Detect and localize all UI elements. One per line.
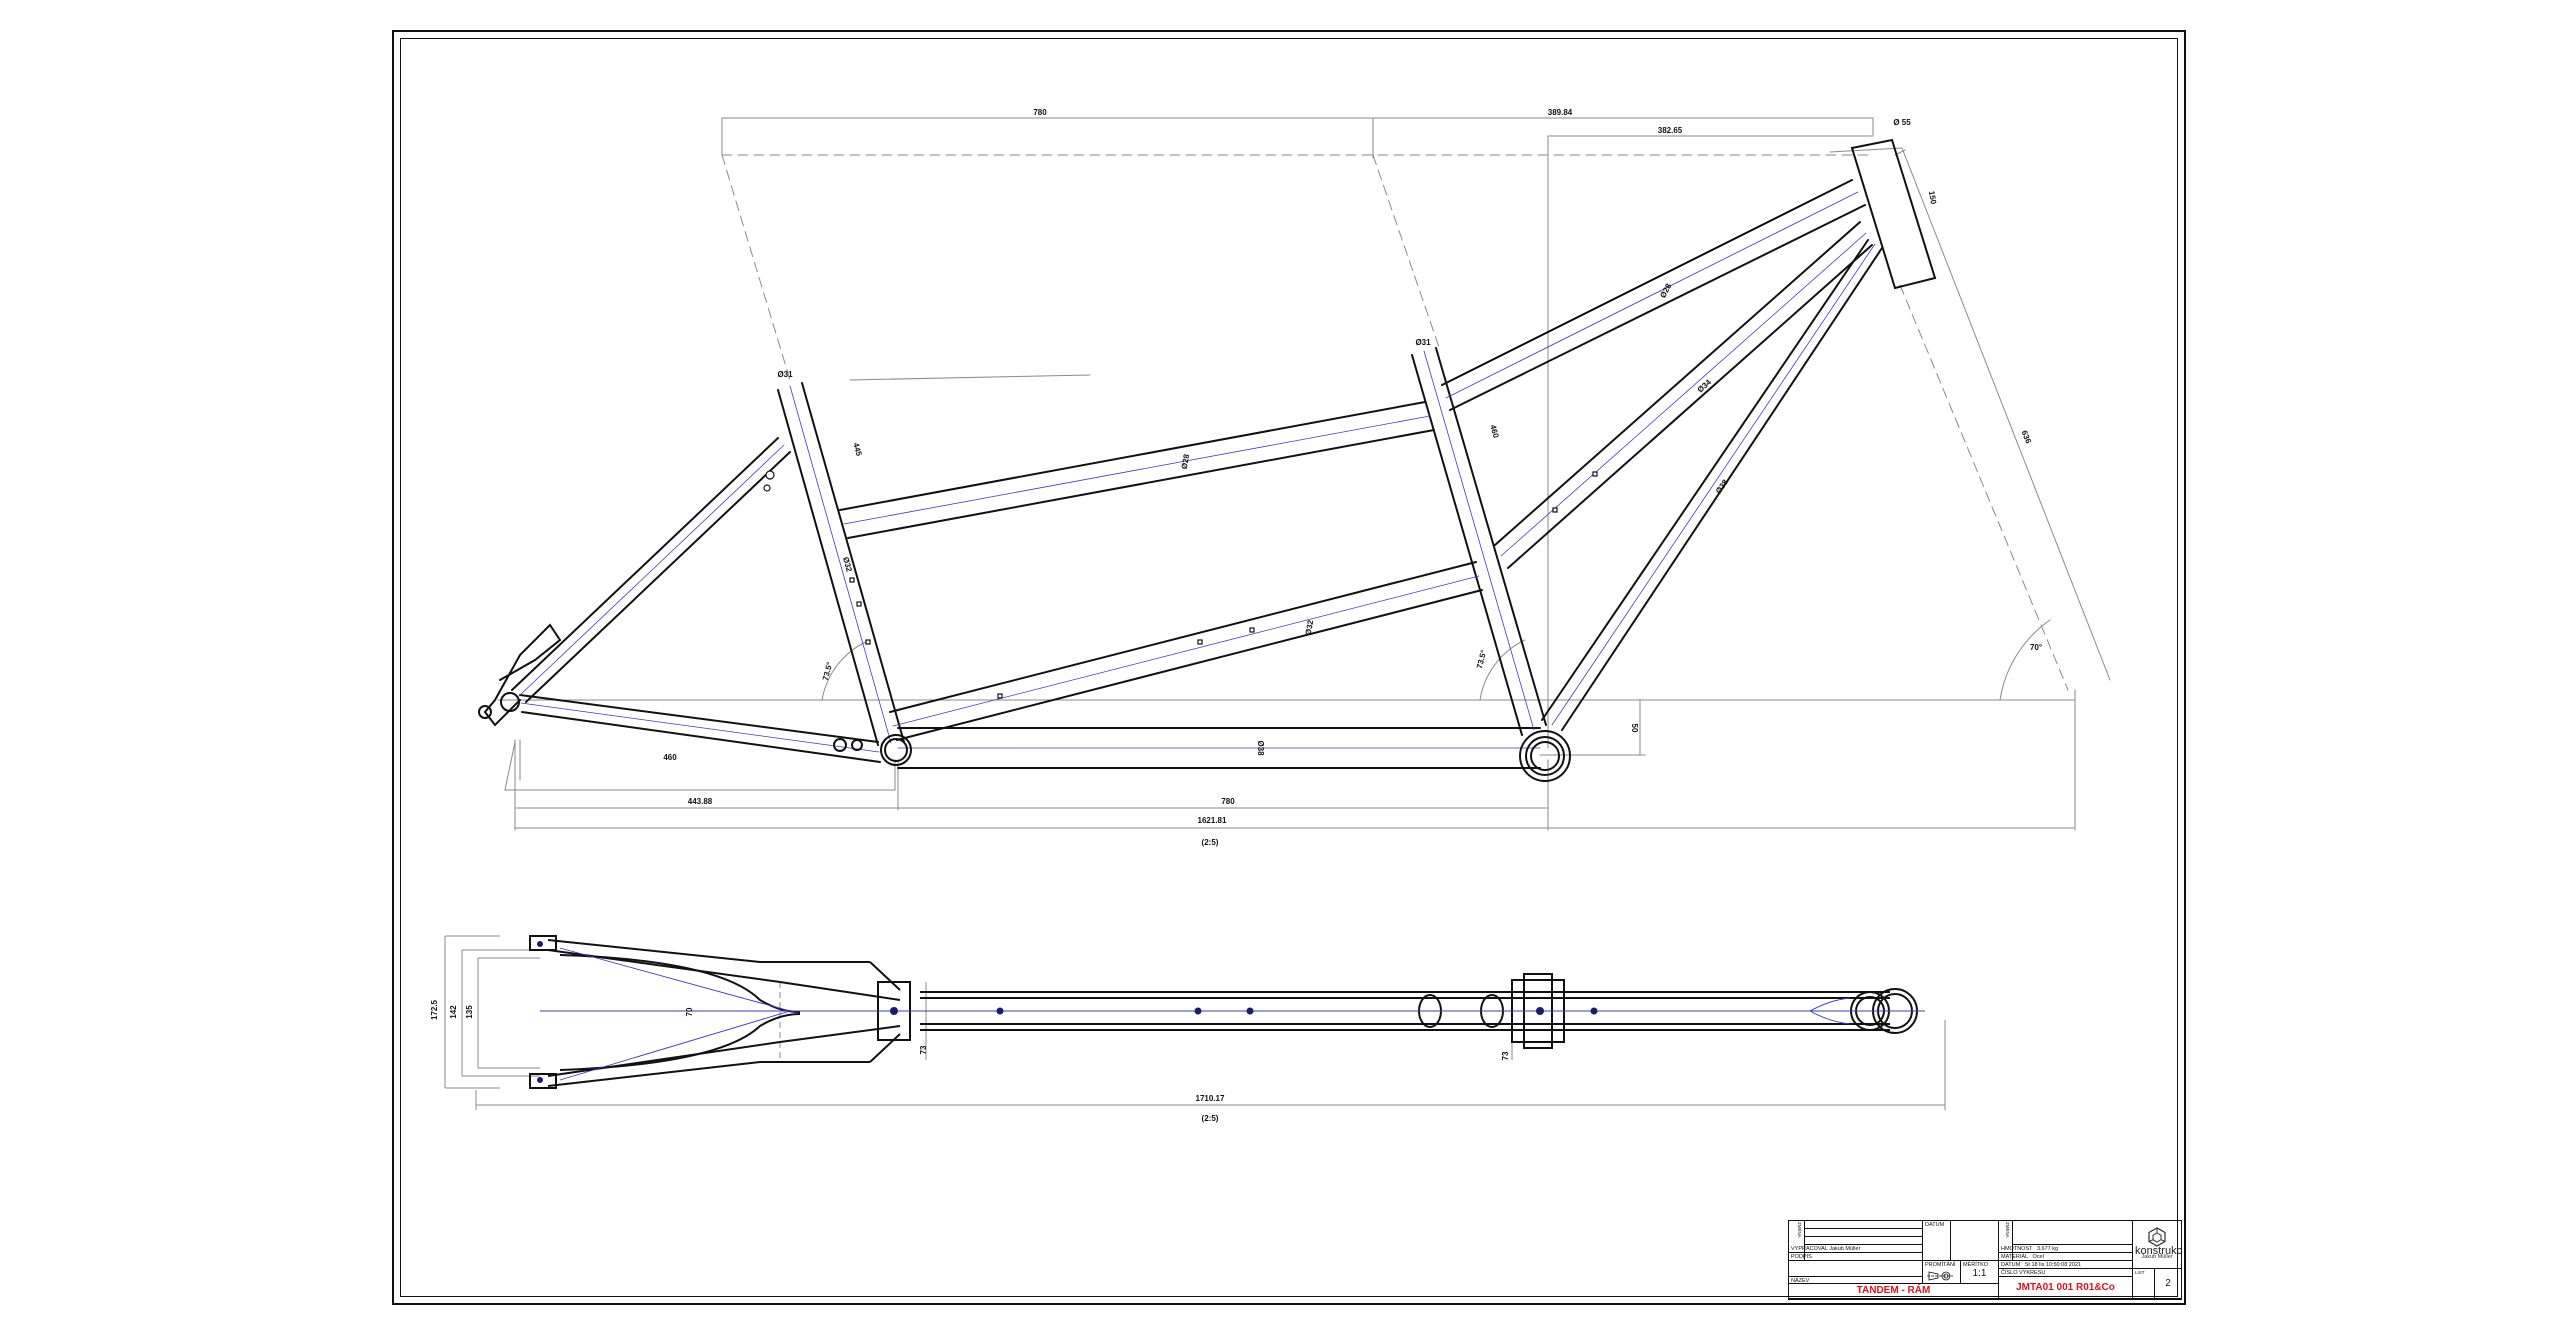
top-view-construction: [444, 935, 1946, 1110]
tb-meritko-label: MĚŘÍTKO: [1963, 1262, 1989, 1268]
dim-overall: 1621.81: [1198, 816, 1227, 825]
dim-mid-tube-dia: Ø31: [1415, 338, 1431, 347]
top-view-bosses: [537, 941, 1598, 1083]
dim-angle-rear: 73.5°: [821, 661, 835, 681]
tb-cislo-label: ČÍSLO VÝKRESU: [1999, 1269, 2133, 1277]
tb-datum-col: DATUM: [1923, 1221, 1951, 1261]
tb-hmotnost: HMOTNOST 3.677 kg: [1999, 1245, 2133, 1253]
dim-bb-width-b: 73: [1501, 1051, 1510, 1060]
logo-author: Jakub Müller: [2141, 1254, 2173, 1260]
dim-head-len: 150: [1927, 190, 1938, 205]
tb-meritko-value: 1:1: [1972, 1268, 1987, 1279]
side-view-scale: (2:5): [1202, 838, 1219, 847]
dim-top-390: 389.84: [1548, 108, 1573, 117]
tb-podpis: PODPIS: [1789, 1253, 1923, 1261]
dim-mid-tube-len: 460: [1488, 424, 1500, 440]
dim-bb-width-a: 73: [919, 1045, 928, 1054]
side-view: 780 389.84 382.65 Ø 55 150 Ø31 445 Ø31 4…: [478, 108, 2111, 847]
dim-rear-spacing: 172.5: [430, 999, 439, 1020]
dim-lower-tube-dia: Ø38: [1256, 740, 1265, 756]
tb-drawing-number: JMTA01 001 R01&Co: [1999, 1277, 2133, 1299]
tb-datum: DATUM St 18 lis 10:50:08 2021: [1999, 1261, 2133, 1269]
dim-down-tube-a: Ø34: [1696, 377, 1714, 394]
tb-vypracoval: VYPRACOVAL Jakub Müller: [1789, 1245, 1923, 1253]
dim-mid-tube-lower-dia: Ø32: [1304, 619, 1316, 636]
bottom-brackets: [478, 692, 1571, 782]
dim-angle-mid: 73.5°: [1475, 649, 1489, 669]
construction-lines: [497, 117, 2111, 831]
dim-seat-cluster-dia: Ø32: [841, 556, 854, 573]
tb-vypracoval-value: Jakub Müller: [1829, 1246, 1861, 1252]
tb-rev-row: [1805, 1229, 1923, 1237]
dim-angle-head: 70°: [2030, 643, 2042, 652]
tb-vypracoval-label: VYPRACOVAL: [1791, 1246, 1828, 1252]
title-block: ZMĚNA VYPRACOVAL Jakub Müller PODPIS NÁZ…: [1788, 1220, 2182, 1300]
tb-empty: [1789, 1261, 1923, 1277]
dim-rear-tube-len: 445: [851, 442, 863, 458]
tb-hmotnost-label: HMOTNOST: [2001, 1246, 2033, 1252]
logo-icon: [2148, 1227, 2166, 1247]
tb-material-value: Ocel: [2032, 1254, 2044, 1260]
dim-wheelbase-rear: 443.88: [688, 797, 713, 806]
drawing-border-inner: [400, 38, 2178, 1297]
tb-promitani: PROMÍTÁNÍ: [1923, 1261, 1961, 1284]
tb-material: MATERIÁL Ocel: [1999, 1253, 2133, 1261]
tb-sheet: 2: [2155, 1269, 2181, 1299]
tb-material-label: MATERIÁL: [2001, 1254, 2028, 1260]
tb-hmotnost-value: 3.677 kg: [2036, 1246, 2059, 1252]
dim-rear-135: 135: [465, 1005, 474, 1019]
tb-rev-row: [1805, 1237, 1923, 1245]
top-view-centerline: [540, 947, 1925, 1081]
dim-bb-to-bb: 780: [1221, 797, 1235, 806]
top-view-dimensions: 172.5 142 135 70 73 73 1710.17 (2:5): [430, 999, 1510, 1123]
logo-name: konstrukce: [2135, 1245, 2181, 1257]
top-view: 172.5 142 135 70 73 73 1710.17 (2:5): [430, 935, 1946, 1123]
dim-chainstay: 460: [663, 753, 677, 762]
tb-list-label: LIST: [2133, 1269, 2155, 1299]
tb-logo: konstrukce Jakub Müller: [2133, 1221, 2181, 1269]
dim-top-overall: 1710.17: [1196, 1094, 1225, 1103]
dim-rear-tube-dia: Ø31: [777, 370, 793, 379]
tb-datum-rows: [1951, 1221, 1999, 1261]
tb-rev-row: [1805, 1221, 1923, 1229]
tb-meritko: MĚŘÍTKO 1:1: [1961, 1261, 1999, 1284]
tb-promitani-label: PROMÍTÁNÍ: [1925, 1262, 1956, 1268]
dim-stay-width: 70: [685, 1007, 694, 1016]
tb-rev-right: [2013, 1221, 2133, 1245]
top-view-scale: (2:5): [1202, 1114, 1219, 1123]
centerlines: [518, 191, 1876, 753]
dim-bb-drop: 50: [1630, 724, 1639, 733]
side-view-dimensions: 780 389.84 382.65 Ø 55 150 Ø31 445 Ø31 4…: [663, 108, 2042, 847]
tb-datum-value: St 18 lis 10:50:08 2021: [2024, 1262, 2082, 1268]
tb-datum-label: DATUM: [2001, 1262, 2021, 1268]
dim-top-tube-front-dia: Ø28: [1658, 282, 1673, 300]
dim-rear-142: 142: [449, 1005, 458, 1019]
dim-top-tube-rear-dia: Ø28: [1180, 453, 1192, 470]
drawing-border-outer: [392, 30, 2186, 1305]
dim-top-382: 382.65: [1658, 126, 1683, 135]
angle-arcs: [821, 619, 2051, 701]
bosses: [763, 470, 1598, 699]
tb-nazev-label: NÁZEV: [1789, 1277, 1923, 1284]
dim-head-diag: 636: [2020, 429, 2034, 445]
dim-top-780: 780: [1033, 108, 1047, 117]
top-view-outlines: [529, 935, 1918, 1089]
dim-head-dia: Ø 55: [1893, 118, 1911, 127]
projection-symbol-icon: [1927, 1271, 1953, 1281]
tb-title: TANDEM - RÁM: [1789, 1284, 1999, 1299]
tube-outlines: [483, 138, 1937, 769]
